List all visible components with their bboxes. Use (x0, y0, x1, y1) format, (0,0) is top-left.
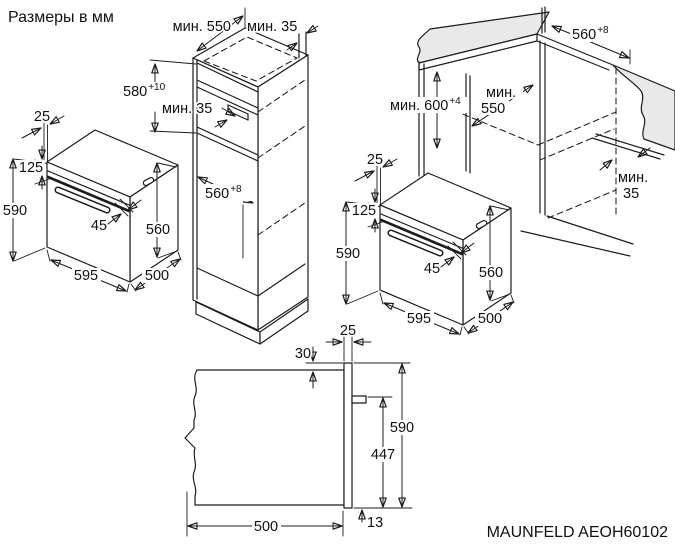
dim-label-counter-niche-width: 560+8 (572, 25, 609, 43)
counter-niche-width-tolerance: +8 (597, 25, 609, 36)
built-in-oven-right (346, 159, 514, 335)
dim-label-min-top-back-gap: мин. 35 (247, 19, 297, 35)
dim-label-body-height-left: 560 (146, 222, 170, 238)
dim-label-handle-depth-right: 45 (424, 261, 440, 277)
niche-width-value: 560 (205, 186, 229, 202)
dim-label-oven-depth-right: 500 (478, 311, 502, 327)
dim-label-oven-height-right: 590 (336, 246, 360, 262)
min-niche-height-value: мин. 600 (390, 98, 448, 114)
dim-label-niche-height: 580+10 (123, 82, 166, 100)
label-backplates (2, 25, 632, 534)
niche-width-tolerance: +8 (230, 184, 242, 195)
dim-label-min-depth-word: мин. (486, 85, 516, 101)
min-niche-height-tolerance: +4 (449, 96, 461, 107)
dim-label-door-height: 590 (390, 420, 414, 436)
built-in-oven-left (13, 116, 181, 292)
dim-label-bottom-overhang: 13 (367, 515, 383, 531)
dim-label-min-back-gap-word: мин. (618, 170, 648, 186)
dim-label-min-top-depth: мин. 550 (173, 19, 231, 35)
dim-label-oven-width-left: 595 (74, 268, 98, 284)
dim-label-top-clearance: 30 (295, 346, 311, 362)
dim-label-min-niche-height: мин. 600+4 (390, 96, 461, 114)
niche-height-value: 580 (123, 84, 147, 100)
dim-label-oven-width-right: 595 (407, 311, 431, 327)
dim-label-oven-overlap-left: 25 (34, 109, 50, 125)
counter-niche-width-value: 560 (572, 27, 596, 43)
dim-label-oven-height-left: 590 (3, 203, 27, 219)
dim-label-panel-height-left: 125 (19, 160, 43, 176)
niche-height-tolerance: +10 (148, 82, 165, 93)
dim-label-oven-depth-left: 500 (145, 268, 169, 284)
model-number: MAUNFELD AEOH60102 (487, 524, 669, 541)
dim-label-lower-door-height: 447 (371, 447, 395, 463)
side-view-drawing (184, 331, 413, 537)
dim-label-min-depth-value: 550 (481, 101, 505, 117)
dim-label-side-depth: 500 (254, 519, 278, 535)
dim-label-oven-overlap-right: 25 (367, 152, 383, 168)
dim-label-handle-depth-left: 45 (91, 218, 107, 234)
dim-label-niche-width: 560+8 (205, 184, 242, 202)
base-cabinet-drawing (416, 6, 675, 257)
dim-label-min-back-gap-value: 35 (623, 186, 639, 202)
dim-label-door-thickness: 25 (340, 323, 356, 339)
dim-label-panel-height-right: 125 (352, 203, 376, 219)
dim-label-min-shelf-gap: мин. 35 (162, 101, 212, 117)
dim-label-body-height-right: 560 (479, 265, 503, 281)
page-title: Размеры в мм (8, 9, 114, 26)
